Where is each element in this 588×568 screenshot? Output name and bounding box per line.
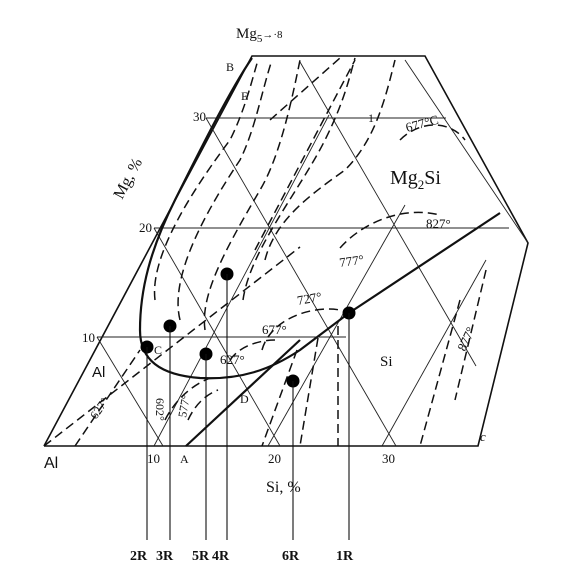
mg-axis-label: Mg, %	[111, 155, 146, 201]
si-tick-20: 20	[268, 451, 281, 466]
si-tick-30: 30	[382, 451, 395, 466]
grid-lines	[96, 59, 529, 447]
point-c: c	[480, 429, 486, 444]
sample-label-1R: 1R	[336, 549, 354, 564]
isotherm-677: 677°	[262, 322, 287, 337]
point-D: D	[240, 392, 249, 406]
sample-labels: 2R 3R 5R 4R 6R 1R	[130, 549, 354, 564]
mg-tick-20: 20	[139, 220, 152, 235]
mg2si-tail: Si	[424, 167, 441, 189]
isotherm-677C: 677°C	[404, 112, 440, 135]
mg5al8-main: Mg	[236, 26, 257, 42]
mg2si-main: Mg	[390, 167, 418, 189]
isotherm-602: 602°	[153, 398, 167, 421]
isotherm-727: 727°	[296, 289, 323, 308]
sample-label-5R: 5R	[192, 549, 210, 564]
point-B: B	[226, 60, 234, 74]
diagram-frame	[43, 55, 529, 447]
mg2si-label: Mg2Si	[390, 167, 441, 192]
isotherm-577: 577°	[175, 393, 193, 418]
al-corner-label: Al	[44, 455, 58, 472]
point-E: E	[241, 89, 248, 103]
mg-tick-30: 30	[193, 109, 206, 124]
point-C: C	[154, 343, 162, 357]
isotherm-627-left: 627°	[87, 395, 112, 422]
isotherm-labels: 677°C 827° 777° 727° 677° 627° 577° 602°…	[87, 112, 478, 422]
si-tick-10: 10	[147, 451, 160, 466]
mg5al8-label: Mg5→·8	[236, 26, 283, 45]
point-1: 1	[368, 111, 374, 125]
isotherm-627: 627°	[220, 352, 245, 367]
sample-label-3R: 3R	[156, 549, 174, 564]
sample-label-2R: 2R	[130, 549, 148, 564]
mg-tick-10: 10	[82, 330, 95, 345]
mg2si-sub: 2	[418, 177, 425, 192]
isotherm-lines	[43, 57, 487, 447]
isotherm-827: 827°	[426, 216, 451, 231]
isotherm-777: 777°	[338, 252, 365, 270]
mg5al8-tail: →·8	[262, 29, 283, 41]
sample-drop-lines	[146, 274, 350, 540]
si-field-label: Si	[380, 354, 393, 370]
sample-label-4R: 4R	[212, 549, 230, 564]
si-axis-label: Si, %	[266, 479, 301, 496]
point-letters: A B C D E c 1	[154, 60, 486, 466]
boundary-curves	[138, 57, 501, 447]
al-field-label: Al	[92, 364, 105, 381]
phase-labels: Al Al Mg2Si Si Mg5→·8	[44, 26, 441, 472]
sample-points	[140, 267, 356, 388]
mg5al8-sub: 5	[257, 33, 263, 45]
sample-label-6R: 6R	[282, 549, 300, 564]
isotherm-877: 877°	[454, 325, 478, 354]
point-A: A	[180, 452, 189, 466]
